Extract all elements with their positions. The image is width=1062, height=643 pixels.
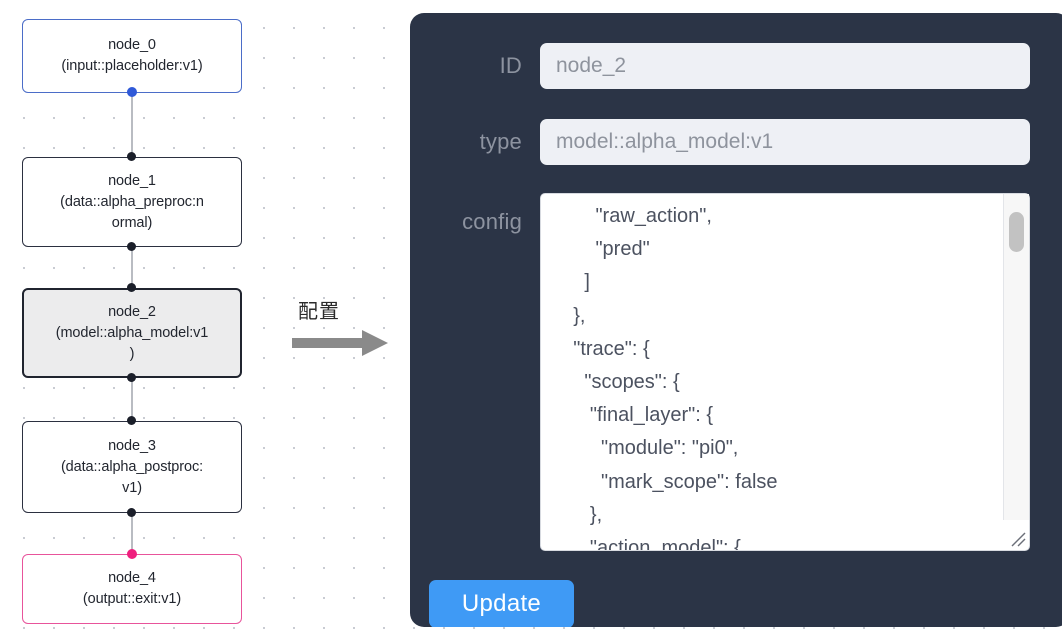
right-arrow-icon: [292, 330, 388, 356]
field-label-config: config: [462, 209, 522, 234]
update-button[interactable]: Update: [429, 580, 574, 627]
config-scrollbar[interactable]: [1003, 194, 1029, 520]
node-port-node_2-in[interactable]: [127, 283, 136, 292]
graph-node-node_4[interactable]: node_4 (output::exit:v1): [22, 554, 242, 624]
node-port-node_0-out[interactable]: [127, 87, 137, 97]
config-editor-wrap: "raw_action", "pred" ] }, "trace": { "sc…: [540, 193, 1030, 551]
config-textarea[interactable]: "raw_action", "pred" ] }, "trace": { "sc…: [540, 193, 1030, 551]
node-port-node_1-out[interactable]: [127, 242, 136, 251]
graph-node-node_3[interactable]: node_3 (data::alpha_postproc: v1): [22, 421, 242, 513]
node-port-node_1-in[interactable]: [127, 152, 136, 161]
graph-node-label: node_4 (output::exit:v1): [82, 570, 182, 607]
node-port-node_3-in[interactable]: [127, 416, 136, 425]
field-label-id: ID: [499, 53, 522, 78]
edge-node3-node4: [131, 508, 133, 580]
annotation-caption: 配置: [298, 299, 340, 323]
graph-node-node_2[interactable]: node_2 (model::alpha_model:v1 ): [22, 288, 242, 378]
edge-node2-node3: [131, 374, 133, 450]
id-input[interactable]: [540, 43, 1030, 89]
edge-node1-node2: [131, 243, 133, 319]
graph-node-node_0[interactable]: node_0 (input::placeholder:v1): [22, 19, 242, 93]
field-row-id: ID: [410, 43, 1030, 89]
graph-node-label: node_0 (input::placeholder:v1): [61, 37, 203, 74]
graph-node-node_1[interactable]: node_1 (data::alpha_preproc:n ormal): [22, 157, 242, 247]
graph-node-label: node_2 (model::alpha_model:v1 ): [55, 303, 209, 362]
field-row-type: type: [410, 119, 1030, 165]
graph-node-label: node_3 (data::alpha_postproc: v1): [60, 437, 204, 496]
graph-node-label: node_1 (data::alpha_preproc:n ormal): [60, 172, 204, 231]
resize-handle-icon[interactable]: [1008, 529, 1028, 549]
node-port-node_2-out[interactable]: [127, 373, 136, 382]
node-port-node_3-out[interactable]: [127, 508, 136, 517]
node-config-panel: ID type config "raw_action", "pred" ] },…: [410, 13, 1062, 627]
field-row-config: config "raw_action", "pred" ] }, "trace"…: [410, 193, 1030, 551]
field-label-type: type: [479, 129, 522, 154]
annotation-group: 配置: [292, 295, 402, 357]
type-input[interactable]: [540, 119, 1030, 165]
scrollbar-thumb[interactable]: [1009, 212, 1024, 252]
edge-node0-node1: [131, 88, 133, 162]
node-port-node_4-in[interactable]: [127, 549, 137, 559]
